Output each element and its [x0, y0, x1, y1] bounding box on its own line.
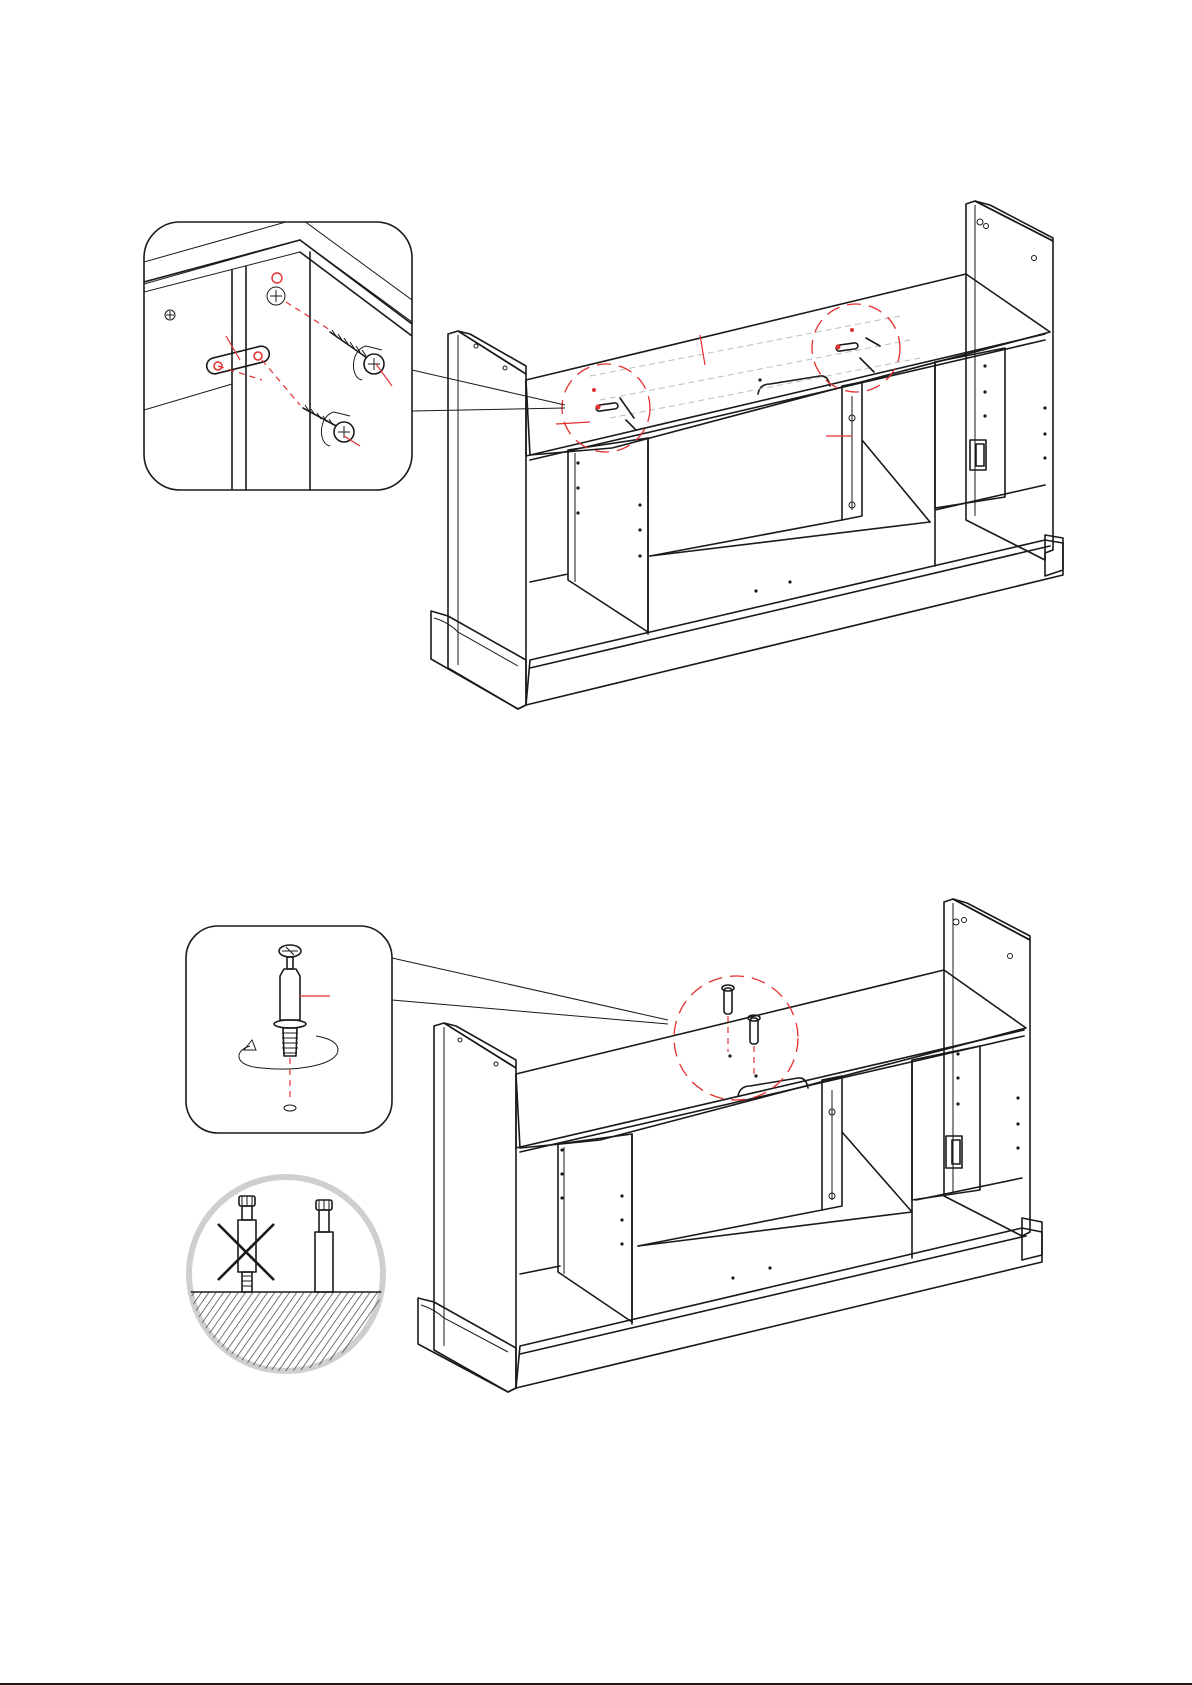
screw-icon	[620, 338, 880, 430]
depth-check-detail	[180, 1177, 400, 1382]
step-a-figure	[144, 201, 1063, 709]
cabinet-body	[431, 201, 1063, 709]
step-b-highlights	[674, 976, 798, 1100]
cam-bolt-icon	[722, 985, 760, 1044]
cam-bolt-insert-detail	[186, 926, 392, 1133]
step-b-figure	[180, 899, 1042, 1392]
cabinet-body	[418, 899, 1042, 1392]
screw-into-bracket-detail	[144, 218, 420, 490]
